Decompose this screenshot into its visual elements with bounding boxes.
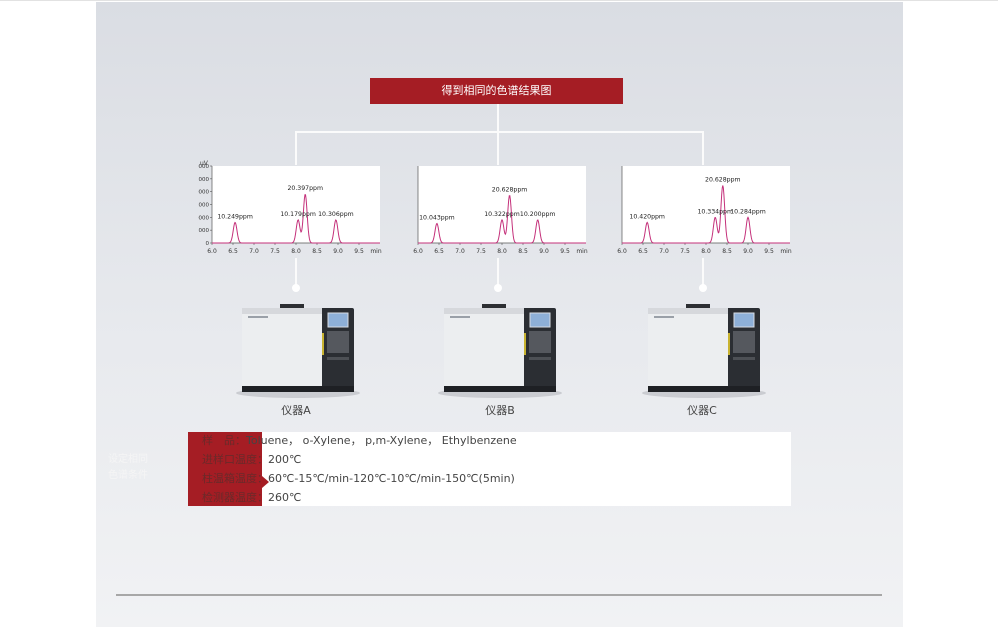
x-tick-label: min [576, 248, 588, 255]
conditions-side-label-line2: 色谱条件 [108, 470, 148, 481]
peak-label: 20.628ppm [705, 177, 741, 184]
y-tick-label: 50000 [198, 215, 209, 221]
connector-a-bottom [295, 258, 297, 288]
x-tick-label: 6.5 [434, 248, 444, 255]
peak-label: 20.628ppm [492, 186, 528, 193]
condition-row-detector: 检测器温度：260℃ [202, 488, 301, 507]
instrument-b-label: 仪器B [485, 404, 515, 417]
x-tick-label: 9.0 [743, 248, 753, 255]
connector-horizontal [295, 131, 704, 133]
x-tick-label: 9.0 [333, 248, 343, 255]
connector-a-top [295, 131, 297, 165]
x-tick-label: 9.0 [539, 248, 549, 255]
x-tick-label: 7.0 [455, 248, 465, 255]
x-tick-label: 7.5 [270, 248, 280, 255]
condition-separator: ： [235, 434, 246, 447]
y-tick-label: 75000 [198, 203, 209, 209]
x-tick-label: 9.5 [560, 248, 570, 255]
condition-value: 60℃-15℃/min-120℃-10℃/min-150℃(5min) [268, 472, 515, 485]
x-tick-label: 8.5 [722, 248, 732, 255]
peak-label: 10.284ppm [730, 208, 766, 215]
x-tick-label: 6.0 [207, 248, 217, 255]
chromatogram-trace [212, 194, 380, 244]
condition-value: 200℃ [268, 453, 302, 466]
chromatogram-trace [418, 195, 586, 244]
y-tick-label: 125000 [198, 177, 209, 183]
x-tick-label: 8.5 [312, 248, 322, 255]
y-tick-label: 0 [206, 241, 210, 247]
peak-label: 10.322ppm [484, 211, 520, 218]
connector-b-dot [494, 284, 502, 292]
condition-value: 260℃ [268, 491, 302, 504]
conditions-side-label: 设定相同 色谱条件 [108, 452, 178, 484]
result-title-banner: 得到相同的色谱结果图 [370, 78, 623, 104]
conditions-box [188, 432, 791, 506]
peak-label: 10.306ppm [318, 211, 354, 218]
x-tick-label: 8.0 [291, 248, 301, 255]
x-tick-label: 7.5 [476, 248, 486, 255]
chromatogram-trace [622, 185, 790, 244]
connector-c-top [702, 131, 704, 165]
x-tick-label: min [780, 248, 792, 255]
x-tick-label: 9.5 [354, 248, 364, 255]
chromatogram-c: 6.0 6.5 7.0 7.5 8.0 8.5 9.0 9.5 min 10.420ppm 10.3… [617, 166, 792, 255]
conditions-pointer [262, 476, 269, 488]
connector-a-dot [292, 284, 300, 292]
x-tick-label: 7.5 [680, 248, 690, 255]
condition-value: Toluene， o-Xylene， p,m-Xylene， Ethylbenz… [246, 434, 517, 447]
peak-label: 10.043ppm [419, 214, 455, 221]
condition-label: 进样口温度 [202, 453, 257, 466]
peak-label: 10.334ppm [697, 208, 733, 215]
x-tick-label: 9.5 [764, 248, 774, 255]
connector-c-bottom [702, 258, 704, 288]
chromatogram-b: 6.0 6.5 7.0 7.5 8.0 8.5 9.0 9.5 min 10.043ppm 10.3… [413, 166, 588, 255]
chromatogram-a: 6.0 6.5 7.0 7.5 8.0 8.5 9.0 9.5 min 0 25000 50000 75… [198, 160, 382, 255]
x-tick-label: 8.0 [701, 248, 711, 255]
x-tick-label: 6.5 [228, 248, 238, 255]
y-tick-label: 100000 [198, 190, 209, 196]
result-title: 得到相同的色谱结果图 [441, 84, 552, 97]
x-tick-label: 6.0 [413, 248, 423, 255]
connector-b-bottom [497, 258, 499, 288]
x-tick-label: 6.5 [638, 248, 648, 255]
x-tick-label: min [370, 248, 382, 255]
peak-label: 20.397ppm [287, 185, 323, 192]
x-tick-label: 7.0 [249, 248, 259, 255]
plot-area [622, 166, 790, 243]
x-tick-label: 7.0 [659, 248, 669, 255]
condition-separator: ： [257, 472, 268, 485]
conditions-label-block [188, 432, 262, 506]
peak-label: 10.179ppm [280, 211, 316, 218]
y-unit-label: uV [200, 160, 209, 167]
peak-label: 10.249ppm [217, 213, 253, 220]
instrument-a-label: 仪器A [281, 404, 311, 417]
peak-label: 10.200ppm [520, 211, 556, 218]
connector-b-top [497, 131, 499, 165]
gc-instrument-a-image [236, 304, 360, 398]
condition-separator: ： [257, 453, 268, 466]
x-tick-label: 6.0 [617, 248, 627, 255]
y-tick-label: 25000 [198, 228, 209, 234]
conditions-side-label-line1: 设定相同 [108, 454, 148, 465]
y-tick-label: 150000 [198, 164, 209, 170]
condition-label: 样 品 [202, 434, 235, 447]
condition-label: 检测器温度 [202, 491, 257, 504]
x-tick-label: 8.0 [497, 248, 507, 255]
x-tick-label: 8.5 [518, 248, 528, 255]
condition-label: 柱温箱温度 [202, 472, 257, 485]
connector-c-dot [699, 284, 707, 292]
gc-instrument-b-image [438, 304, 562, 398]
plot-area [418, 166, 586, 243]
condition-separator: ： [257, 491, 268, 504]
gc-instrument-c-image [642, 304, 766, 398]
bottom-divider [116, 594, 882, 596]
peak-label: 10.420ppm [629, 213, 665, 220]
connector-stem [497, 104, 499, 133]
condition-row-oven: 柱温箱温度：60℃-15℃/min-120℃-10℃/min-150℃(5min… [202, 469, 515, 488]
instrument-c-label: 仪器C [687, 404, 717, 417]
condition-row-inlet: 进样口温度：200℃ [202, 450, 301, 469]
condition-row-sample: 样 品：Toluene， o-Xylene， p,m-Xylene， Ethyl… [202, 431, 517, 450]
top-divider [0, 0, 998, 1]
